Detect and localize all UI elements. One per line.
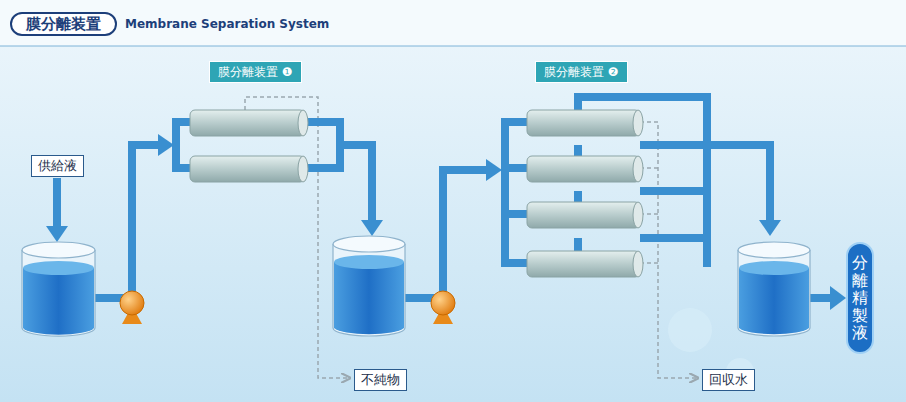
outlet-label: 不純物 xyxy=(354,369,407,391)
unit-label: 膜分離装置 ❶ xyxy=(209,61,302,83)
title-pill: 膜分離装置 xyxy=(10,12,117,36)
node-text: 膜分離装置 ❷ xyxy=(544,65,619,79)
feed-label: 供給液 xyxy=(31,155,84,177)
product-label: 分離精製液 xyxy=(846,242,874,354)
node-text: 不純物 xyxy=(361,372,400,387)
node-text: 分離精製液 xyxy=(852,254,868,342)
unit-label: 膜分離装置 ❷ xyxy=(535,61,628,83)
title-text: 膜分離装置 xyxy=(26,15,101,33)
subtitle-text: Membrane Separation System xyxy=(125,17,329,31)
node-text: 回収水 xyxy=(709,372,748,387)
node-text: 供給液 xyxy=(38,158,77,173)
outlet-label: 回収水 xyxy=(702,369,755,391)
node-text: 膜分離装置 ❶ xyxy=(218,65,293,79)
